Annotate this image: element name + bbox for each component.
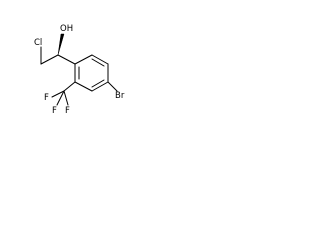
aromatic-inner-bond-2	[91, 79, 105, 88]
ring-bond-1	[74, 54, 93, 65]
aromatic-inner-bond-1	[91, 58, 105, 67]
ring-to-carbinol-bond	[57, 54, 76, 65]
stereo-wedge-bond	[57, 33, 65, 56]
ring-to-trifluoromethyl-bond	[63, 81, 76, 92]
cf3-to-fluorine-2-bond	[56, 90, 65, 106]
bromine-label: Br	[115, 91, 125, 101]
cf3-to-fluorine-1-bond	[51, 90, 65, 98]
fluorine-label-2: F	[52, 106, 57, 116]
ring-bond-5	[74, 81, 93, 92]
structure-diagram: OH Cl Br F F F	[0, 0, 152, 152]
cf3-to-fluorine-3-bond	[63, 90, 69, 106]
molecule-drawing: OH Cl Br F F F	[34, 24, 125, 116]
hydroxyl-label: OH	[60, 24, 73, 34]
chlorine-label: Cl	[34, 38, 42, 48]
fluorine-label-1: F	[44, 93, 49, 103]
ring-bond-4	[91, 81, 109, 92]
carbinol-to-chloromethyl-bond	[40, 54, 59, 65]
ring-to-bromine-bond	[107, 81, 118, 92]
ring-bond-2	[91, 54, 109, 65]
fluorine-label-3: F	[65, 106, 70, 116]
